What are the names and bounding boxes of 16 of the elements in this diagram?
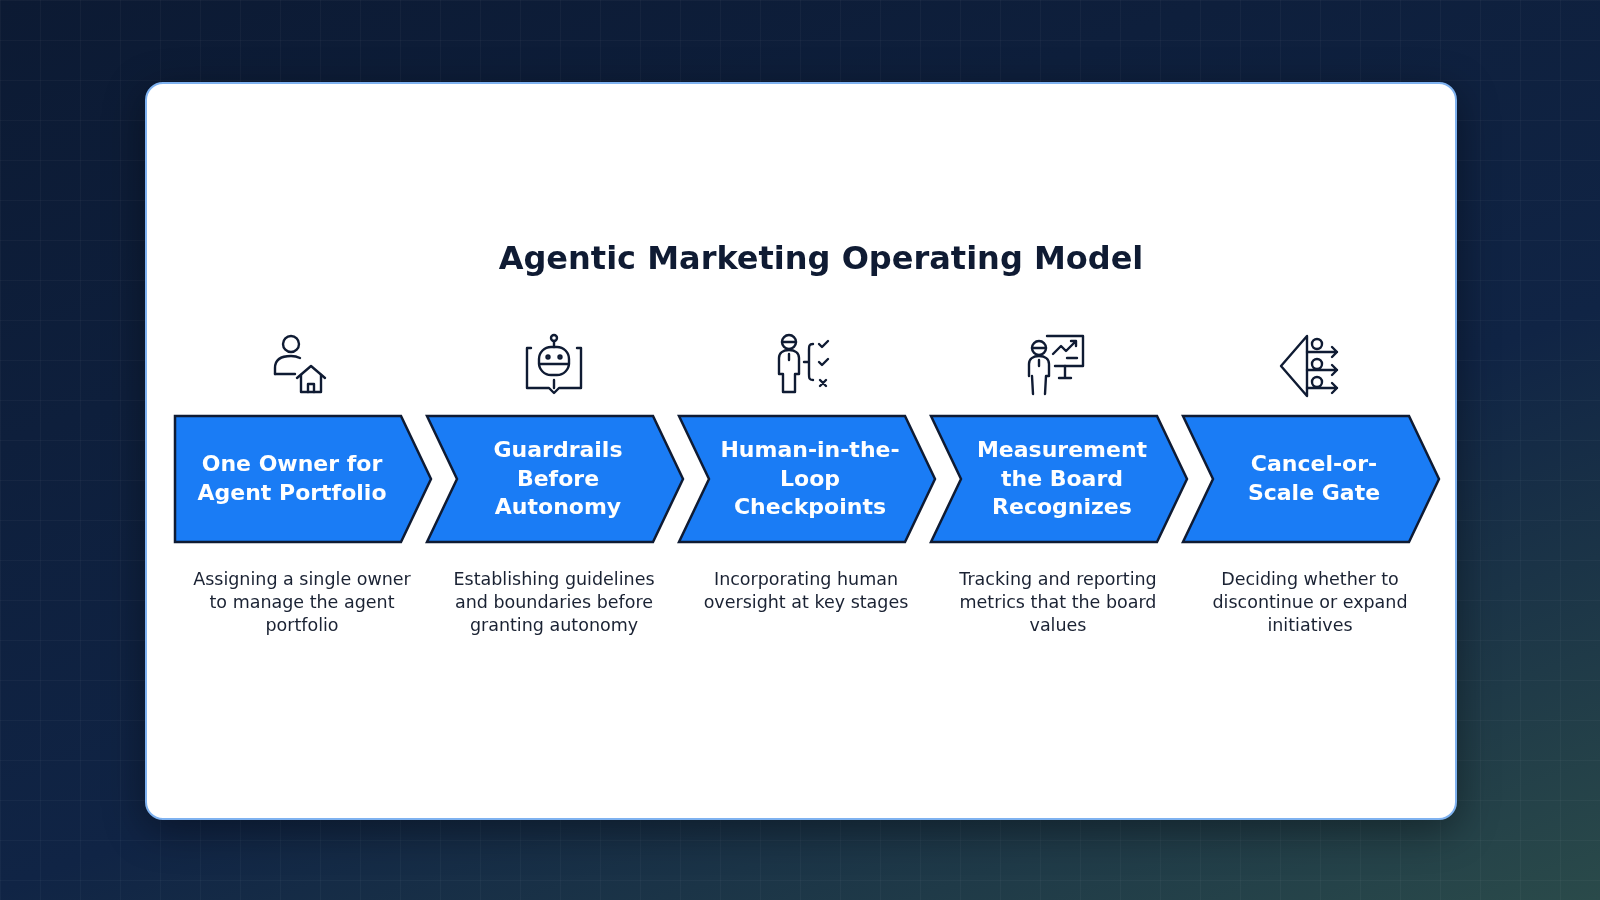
chevron-step: [679, 416, 935, 542]
step-title: One Owner for Agent Portfolio: [196, 450, 388, 507]
step-description: Establishing guidelines and boundaries before granting autonomy: [452, 568, 656, 637]
chevron-step: [427, 416, 683, 542]
step-description: Incorporating human oversight at key stages: [702, 568, 910, 614]
step-title: Cancel-or-Scale Gate: [1246, 450, 1382, 507]
step-description: Tracking and reporting metrics that the board values: [958, 568, 1158, 637]
chevron-step: [931, 416, 1187, 542]
step-title: Guardrails Before Autonomy: [492, 436, 624, 522]
diagram-title: Agentic Marketing Operating Model: [497, 239, 1145, 277]
step-description: Deciding whether to discontinue or expand initiatives: [1211, 568, 1409, 637]
chevron-step: [175, 416, 431, 542]
step-title: Human-in-the-Loop Checkpoints: [719, 436, 901, 522]
chevron-step: [1183, 416, 1439, 542]
step-description: Assigning a single owner to manage the agent portfolio: [192, 568, 412, 637]
step-title: Measurement the Board Recognizes: [975, 436, 1149, 522]
